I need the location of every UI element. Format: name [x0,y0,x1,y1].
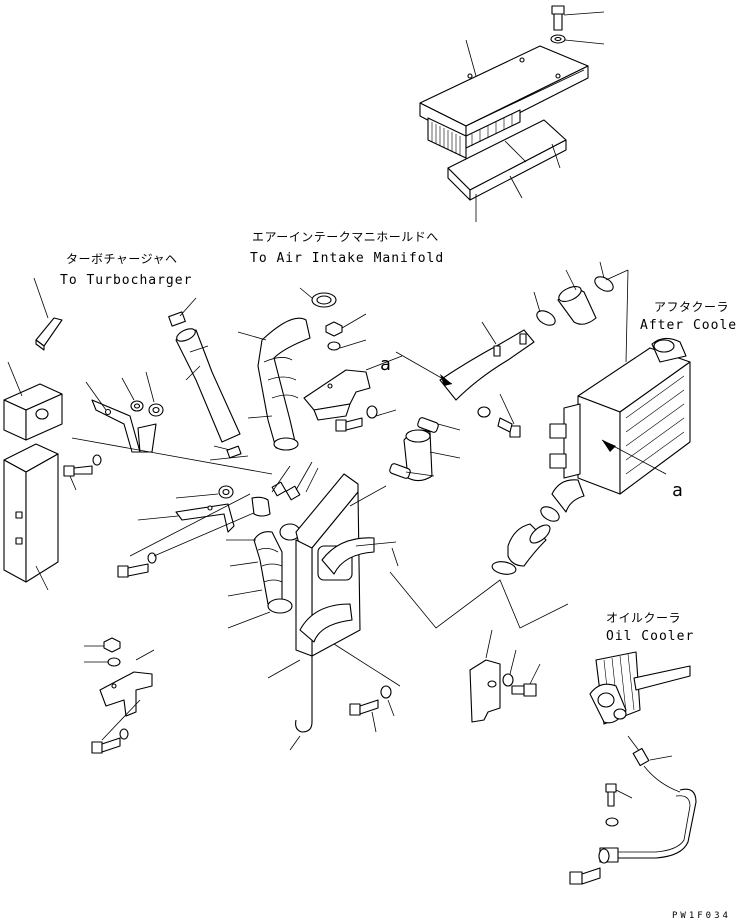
middle-left-bracket [137,503,235,533]
turbo-clamp [168,297,197,327]
lower-left-bracket [99,649,155,717]
side-panel [3,443,59,591]
sleeve-2 [403,429,461,482]
label-oilcooler-jp: オイルクーラ [606,611,681,625]
ref-arrow-lower [601,439,667,475]
clamp-small-b [271,465,291,497]
foam-seal [447,119,567,222]
top-bolt [551,5,605,31]
upper-left-bolt [63,437,273,491]
intake-grille [427,109,521,159]
label-aftercooler-jp: アフタクーラ [654,300,729,314]
clamp-small-c [285,461,313,501]
middle-left-nut [175,485,234,499]
zigzag-leader [389,571,569,629]
right-intake-pipe [439,321,535,401]
lower-left-bolt [91,699,141,754]
drawing-code: PW1F034 [672,911,731,921]
turbo-pipe [175,328,241,443]
label-turbo-en: To Turbocharger [60,273,192,288]
oil-washer [605,817,619,827]
after-cooler [549,269,691,495]
hose-clamp-a [533,291,556,326]
lower-left-washer [84,657,121,667]
label-turbo-jp: ターボチャージャヘ [66,252,178,266]
hose-sleeve [557,269,597,325]
top-washer [550,34,605,45]
sleeve-1 [417,417,461,433]
ref-label-a-upper: a [380,354,391,375]
lower-pipe-clamp [540,506,560,522]
lower-corrugated-hose [226,523,301,629]
oil-cooler [589,651,691,725]
sleeve-3 [389,463,435,479]
upper-left-nut [145,371,164,417]
intake-clamp [299,287,337,308]
right-mount-bracket [469,629,501,723]
label-intake-en: To Air Intake Manifold [250,251,444,266]
elbow-outlet [551,479,585,513]
center-bracket-bolt [335,405,397,432]
small-wedge-pad [33,277,63,351]
intake-elbow-hose [237,317,311,451]
intake-nut [325,313,367,337]
right-washer [477,406,491,418]
oil-fitting-bolt [569,867,601,885]
ref-arrow-upper [395,351,453,386]
label-aftercooler-en: After Cooler [640,318,739,333]
oil-bolt [605,783,633,807]
center-bracket [303,355,403,421]
oil-hose [598,735,697,864]
lower-pipe-clamp-b [491,561,517,575]
label-oilcooler-en: Oil Cooler [606,629,694,644]
j-hook [289,654,313,751]
plate-bolt [267,643,401,733]
label-intake-jp: エアーインテークマニホールドへ [252,230,439,244]
right-mount-washer [502,649,517,687]
ref-label-a-lower: a [672,480,683,501]
right-mount-bolt [511,663,541,697]
middle-left-bolt [117,493,257,578]
upper-left-bracket [85,381,157,453]
center-support-plate [295,467,397,657]
lower-left-nut [84,637,121,653]
hose-clamp-b [594,261,614,292]
rubber-block [3,361,63,441]
clamp-small-a [226,445,242,459]
right-bolt [497,393,521,438]
lower-pipe-sleeve [507,523,551,567]
upper-left-washer [121,377,144,412]
intake-washer [327,339,367,351]
